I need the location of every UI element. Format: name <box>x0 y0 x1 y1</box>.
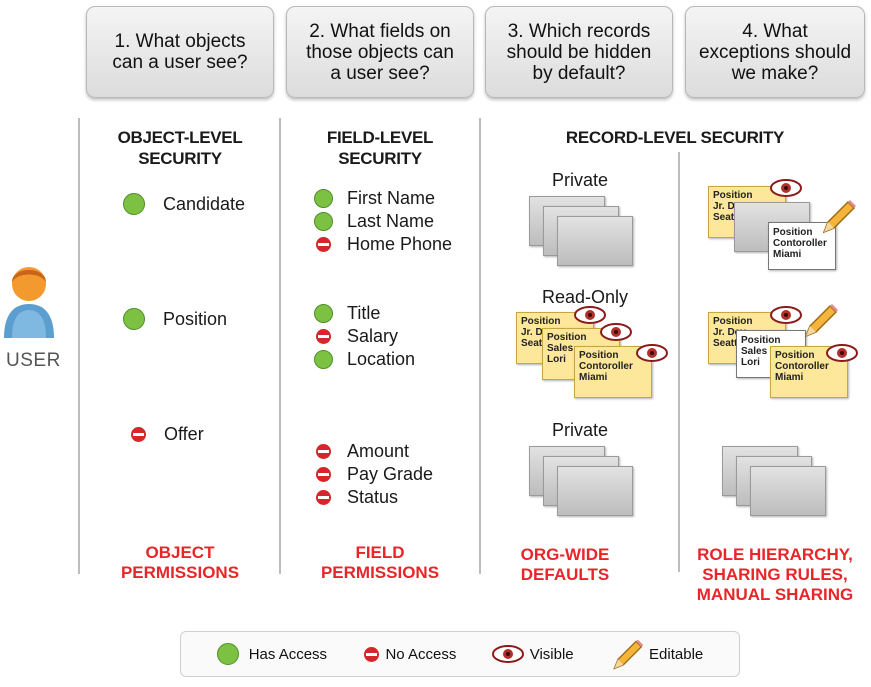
object-label: Position <box>163 309 228 329</box>
divider <box>279 118 281 574</box>
visible-eye-icon <box>574 306 606 324</box>
legend-editable: Editable <box>609 636 703 672</box>
no-access-icon <box>364 646 380 662</box>
footer-object-permissions: OBJECT PERMISSIONS <box>120 543 240 582</box>
object-item: Candidate <box>123 193 245 215</box>
record-label-read-only: Read-Only <box>541 287 629 307</box>
legend-has-access: Has Access <box>216 643 328 665</box>
field-item: Pay Grade <box>314 463 433 485</box>
has-access-icon <box>314 188 333 208</box>
has-access-icon <box>314 349 333 369</box>
object-label: Offer <box>164 424 204 444</box>
user-label: USER <box>6 350 61 371</box>
visible-eye-icon <box>770 306 802 324</box>
field-item: Home Phone <box>314 233 452 255</box>
divider <box>479 118 481 574</box>
user-icon <box>0 258 58 340</box>
heading-record-level-security: RECORD-LEVEL SECURITY <box>565 128 785 147</box>
object-item: Offer <box>129 423 204 445</box>
field-item: Location <box>314 348 415 370</box>
visible-eye-icon <box>491 645 524 663</box>
heading-field-level-security: FIELD-LEVEL SECURITY <box>326 128 434 168</box>
field-label: Location <box>347 349 416 369</box>
no-access-icon <box>316 466 331 482</box>
legend-label: Visible <box>529 645 574 663</box>
question-box-records: 3. Which records should be hidden by def… <box>485 6 673 98</box>
field-item: Salary <box>314 325 398 347</box>
legend-label: Editable <box>649 645 704 663</box>
record-card <box>557 216 633 266</box>
record-card <box>750 466 826 516</box>
field-label: Amount <box>347 441 410 461</box>
field-label: Title <box>347 303 381 323</box>
field-item: Status <box>314 486 398 508</box>
object-item: Position <box>123 308 227 330</box>
field-label: Pay Grade <box>347 464 434 484</box>
object-label: Candidate <box>163 194 246 214</box>
legend-visible: Visible <box>491 644 574 664</box>
record-label-private: Private <box>551 170 609 190</box>
footer-role-hierarchy: ROLE HIERARCHY, SHARING RULES, MANUAL SH… <box>696 545 854 604</box>
visible-eye-icon <box>600 323 632 341</box>
legend-label: Has Access <box>248 645 328 663</box>
footer-field-permissions: FIELD PERMISSIONS <box>320 543 440 582</box>
has-access-icon <box>314 303 333 323</box>
divider <box>78 118 80 574</box>
record-card <box>557 466 633 516</box>
field-label: Home Phone <box>347 234 453 254</box>
has-access-icon <box>123 308 145 330</box>
question-box-objects: 1. What objects can a user see? <box>86 6 274 98</box>
field-item: Last Name <box>314 210 434 232</box>
no-access-icon <box>316 443 331 459</box>
no-access-icon <box>316 328 331 344</box>
no-access-icon <box>131 426 146 442</box>
divider <box>678 152 680 572</box>
no-access-icon <box>316 489 331 505</box>
has-access-icon <box>314 211 333 231</box>
has-access-icon <box>123 193 145 215</box>
editable-pencil-icon <box>613 639 644 670</box>
field-label: Status <box>347 487 399 507</box>
field-item: Title <box>314 302 380 324</box>
has-access-icon <box>216 643 239 665</box>
heading-object-level-security: OBJECT-LEVEL SECURITY <box>117 128 243 168</box>
legend: Has Access No Access Visible Editable <box>180 631 740 677</box>
visible-eye-icon <box>636 344 668 362</box>
visible-eye-icon <box>826 344 858 362</box>
no-access-icon <box>316 236 331 252</box>
editable-pencil-icon <box>822 200 856 234</box>
field-item: First Name <box>314 187 435 209</box>
field-label: First Name <box>347 188 436 208</box>
record-label-private: Private <box>551 420 609 440</box>
field-item: Amount <box>314 440 409 462</box>
record-card-controller: Position Contoroller Miami <box>768 222 836 270</box>
legend-no-access: No Access <box>362 646 456 663</box>
question-box-exceptions: 4. What exceptions should we make? <box>685 6 865 98</box>
editable-pencil-icon <box>804 304 838 338</box>
question-box-fields: 2. What fields on those objects can a us… <box>286 6 474 98</box>
visible-eye-icon <box>770 179 802 197</box>
field-label: Salary <box>347 326 399 346</box>
field-label: Last Name <box>347 211 435 231</box>
legend-label: No Access <box>385 645 457 663</box>
footer-org-wide-defaults: ORG-WIDE DEFAULTS <box>520 545 610 584</box>
